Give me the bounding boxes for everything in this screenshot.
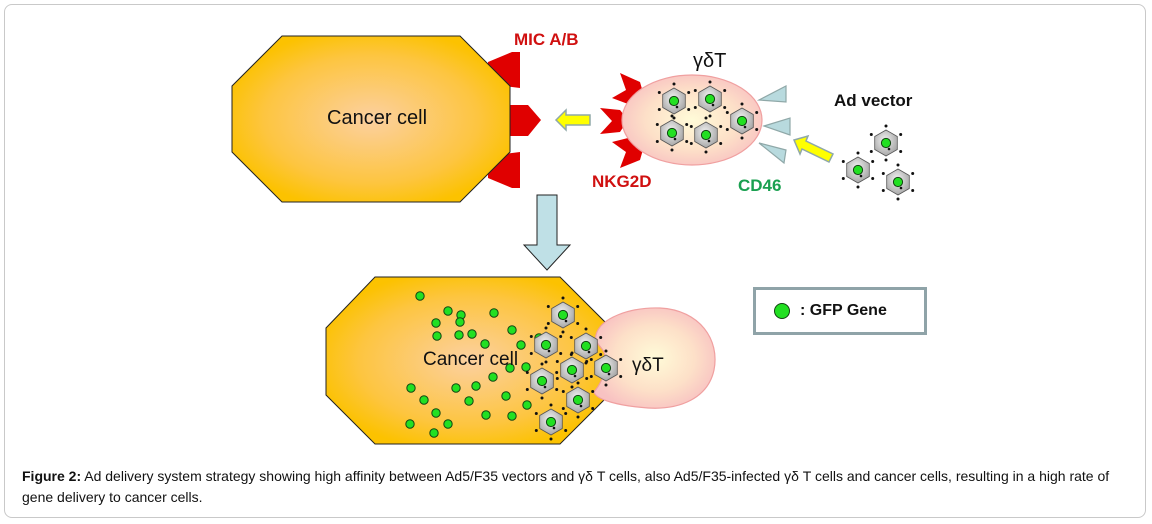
cd46-receptor-bottom	[758, 142, 787, 165]
gfp-gene-icon	[774, 303, 790, 319]
ad-vector-particle	[869, 124, 903, 162]
binding-arrow-ad-vector	[792, 134, 835, 163]
cd46-receptors	[756, 85, 791, 165]
free-ad-vectors	[841, 124, 915, 201]
legend-box: : GFP Gene	[753, 287, 927, 335]
cd46-label: CD46	[738, 176, 782, 195]
nkg2d-receptor-middle	[600, 108, 628, 134]
cd46-receptor-top	[756, 85, 787, 103]
nkg2d-label: NKG2D	[592, 172, 652, 191]
cancer-cell-top	[231, 35, 511, 203]
gamma-delta-t-cell-bottom	[593, 307, 716, 409]
legend-gfp-gene-label: : GFP Gene	[800, 302, 887, 319]
gamma-delta-t-bottom-label: γδT	[632, 355, 664, 376]
mic-ab-label: MIC A/B	[514, 30, 579, 49]
ad-vector-particle	[841, 151, 875, 189]
caption-prefix: Figure 2:	[22, 468, 82, 484]
figure-frame	[4, 4, 1146, 518]
cancer-cell-bottom	[325, 276, 613, 445]
figure-caption: Figure 2: Ad delivery system strategy sh…	[22, 466, 1132, 508]
binding-arrow-left	[554, 108, 591, 132]
caption-text: Ad delivery system strategy showing high…	[22, 468, 1110, 505]
cd46-receptor-middle	[762, 117, 791, 136]
ad-vector-label: Ad vector	[834, 91, 913, 110]
cancer-cell-bottom-label: Cancer cell	[423, 349, 519, 370]
mic-ab-ligand-middle	[510, 105, 541, 136]
gamma-delta-t-top-label: γδT	[693, 50, 727, 72]
ad-vector-particle	[881, 163, 915, 201]
cancer-cell-top-label: Cancer cell	[327, 107, 428, 129]
transition-down-arrow	[522, 194, 572, 271]
